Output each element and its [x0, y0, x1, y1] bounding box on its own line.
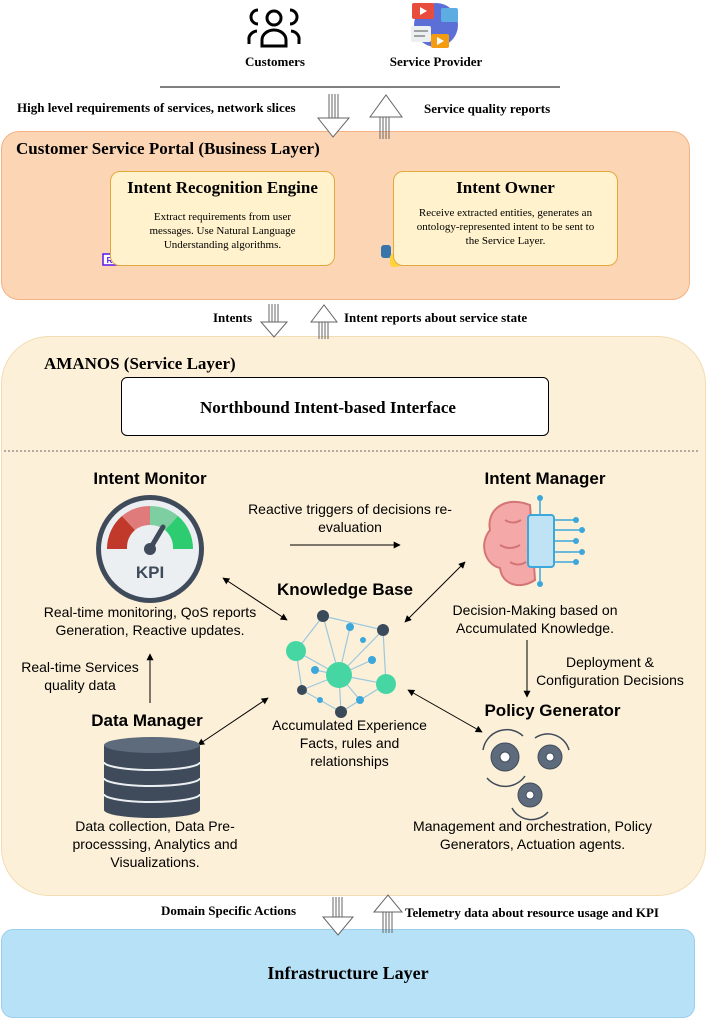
- data-manager-title: Data Manager: [91, 711, 203, 730]
- down-arrow-icon: [321, 897, 355, 936]
- pg-kb-arrow: [407, 689, 483, 733]
- business-layer-title: Customer Service Portal (Business Layer): [16, 139, 320, 158]
- intent-reports-label: Intent reports about service state: [344, 310, 528, 325]
- up-arrow-icon: [309, 304, 339, 339]
- up-arrow-icon: [369, 94, 403, 139]
- policy-generator-description: Management and orchestration, Policy Gen…: [413, 818, 652, 852]
- intent-owner-box: Intent Owner Receive extracted entities,…: [393, 171, 618, 266]
- nbi-title: Northbound Intent-based Interface: [200, 398, 456, 417]
- down-arrow-icon: [259, 304, 289, 338]
- intents-label: Intents: [213, 310, 253, 325]
- intent-recognition-engine-box: Intent Recognition Engine Extract requir…: [110, 171, 335, 266]
- ire-description: Extract requirements from user messages.…: [149, 211, 296, 251]
- intent-monitor-description: Real-time monitoring, QoS reports Genera…: [43, 604, 257, 638]
- gears-icon: [482, 728, 570, 821]
- infrastructure-layer-title: Infrastructure Layer: [267, 963, 429, 983]
- intent-owner-title: Intent Owner: [456, 178, 555, 197]
- reactive-triggers-label: Reactive triggers of decisions re-evalua…: [248, 501, 452, 535]
- monitor-kb-arrow: [222, 577, 288, 621]
- telemetry-label: Telemetry data about resource usage and …: [405, 905, 659, 920]
- knowledge-base-title: Knowledge Base: [276, 580, 414, 599]
- customers-label: Customers: [245, 54, 305, 69]
- database-icon: [103, 737, 201, 818]
- service-layer-title: AMANOS (Service Layer): [44, 354, 236, 373]
- service-provider-label: Service Provider: [389, 54, 483, 69]
- ire-title: Intent Recognition Engine: [127, 178, 318, 197]
- kpi-gauge-icon: KPI: [96, 495, 204, 603]
- manager-kb-arrow: [404, 561, 466, 623]
- knowledge-base-description: Accumulated Experience Facts, rules and …: [272, 717, 427, 769]
- data-manager-description: Data collection, Data Pre-processsing, A…: [72, 818, 238, 870]
- realtime-quality-label: Real-time Services quality data: [21, 659, 139, 693]
- policy-generator-title: Policy Generator: [484, 701, 621, 720]
- dm-kb-arrow: [197, 697, 269, 746]
- down-arrow-icon: [316, 94, 351, 138]
- northbound-interface-box: Northbound Intent-based Interface: [121, 377, 549, 436]
- domain-actions-label: Domain Specific Actions: [161, 903, 297, 918]
- media-apps-icon: [411, 3, 458, 48]
- intent-manager-title: Intent Manager: [484, 469, 606, 488]
- intent-monitor-title: Intent Monitor: [93, 469, 207, 488]
- kpi-text: KPI: [136, 563, 164, 582]
- user-group-icon: [247, 8, 301, 48]
- deployment-decisions-label: Deployment & Configuration Decisions: [536, 654, 684, 688]
- up-arrow-icon: [372, 894, 404, 933]
- ai-brain-icon: [483, 495, 585, 587]
- knowledge-graph-icon: [286, 610, 396, 718]
- intent-owner-description: Receive extracted entities, generates an…: [416, 207, 595, 247]
- quality-reports-label: Service quality reports: [424, 101, 551, 116]
- infrastructure-layer-panel: [1, 929, 695, 1018]
- intent-manager-description: Decision-Making based on Accumulated Kno…: [452, 602, 618, 636]
- requirements-label: High level requirements of services, net…: [17, 100, 296, 115]
